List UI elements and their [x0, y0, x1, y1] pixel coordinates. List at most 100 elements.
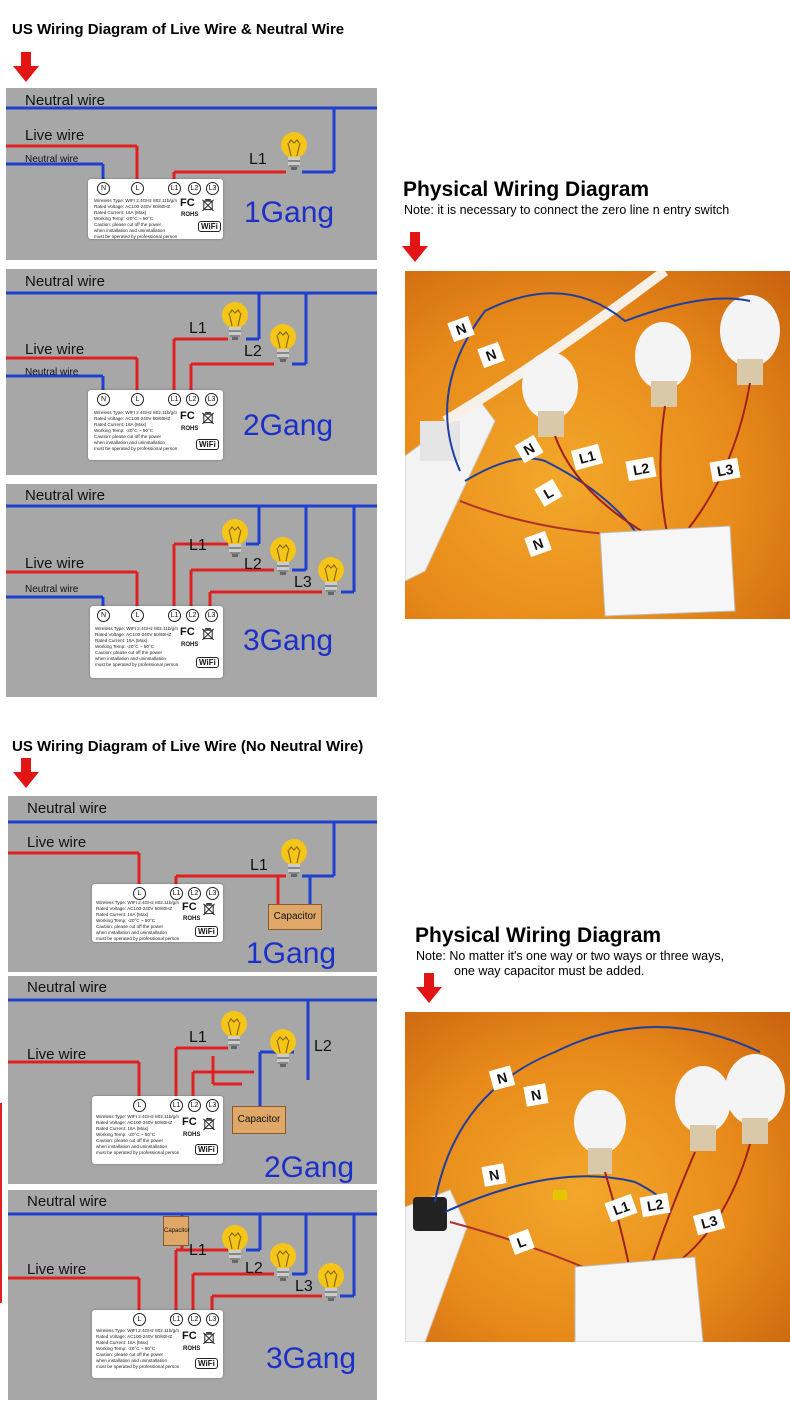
light-bulb-icon	[268, 323, 298, 367]
fc-mark: FC	[182, 1330, 197, 1342]
lamp-label-l3: L3	[295, 1278, 313, 1295]
wiring-lines	[6, 291, 377, 394]
live-wire-label: Live wire	[27, 1261, 87, 1278]
neutral-wire-label: Neutral wire	[27, 979, 108, 996]
capacitor: Capacitor	[163, 1216, 190, 1246]
gang-label-1: 1Gang	[244, 196, 335, 229]
wifi-logo: WiFi	[195, 926, 218, 937]
rohs-mark: ROHS	[181, 426, 199, 432]
terminal-n: N	[97, 182, 110, 195]
light-bulb-icon	[220, 301, 250, 345]
terminal-l2: L2	[188, 1099, 201, 1112]
physical-wiring-photo: N N N L N L1 L2 L3	[405, 271, 790, 619]
terminal-l: L	[131, 393, 144, 406]
down-arrow-icon	[402, 232, 428, 262]
lamp-label-l1: L1	[189, 1029, 207, 1046]
switch-module: L L1 L2 L3 Wireless Type: WIFI 2.4GHz 80…	[92, 884, 223, 942]
switch-module: N L L1 L2 L3 Wireless Type: WIFI 2.4GHz …	[88, 179, 223, 239]
rohs-mark: ROHS	[183, 1346, 201, 1352]
terminal-l: L	[131, 182, 144, 195]
terminal-l3: L3	[206, 1099, 219, 1112]
recycle-bin-icon	[201, 626, 215, 640]
neutral-wire-label: Neutral wire	[25, 273, 106, 290]
light-bulb-icon	[219, 1010, 249, 1054]
gang-label-3: 3Gang	[243, 624, 334, 657]
module-spec-text: Wireless Type: WIFI 2.4GHz 802.11b/g/n R…	[94, 198, 178, 239]
capacitor: Capacitor	[232, 1106, 286, 1134]
neutral-wire-label: Neutral wire	[25, 92, 106, 109]
neutral-wire-label: Neutral wire	[25, 487, 106, 504]
diagram-3gang-no-neutral: Neutral wire Live wire Capacitor L1 L2 L…	[8, 1190, 377, 1400]
neutral-wire-label: Neutral wire	[27, 1193, 108, 1210]
terminal-l1: L1	[170, 887, 183, 900]
rohs-mark: ROHS	[181, 212, 199, 218]
rohs-mark: ROHS	[183, 916, 201, 922]
diagram-1gang-no-neutral: Neutral wire Live wire L1 Capacitor L L1…	[8, 796, 377, 972]
recycle-bin-icon	[202, 1116, 216, 1130]
down-arrow-icon	[416, 973, 442, 1003]
diagram-3gang-neutral: Neutral wire Live wire Neutral wire L1 L…	[6, 484, 377, 697]
neutral-wire-small-label: Neutral wire	[25, 367, 79, 378]
terminal-l: L	[133, 887, 146, 900]
top-section-title: US Wiring Diagram of Live Wire & Neutral…	[12, 21, 345, 38]
light-bulb-icon	[220, 518, 250, 562]
terminal-l2: L2	[188, 182, 201, 195]
wiring-lines	[6, 504, 377, 607]
light-bulb-icon	[316, 1262, 346, 1306]
module-spec-text: Wireless Type: WIFI 2.4GHz 802.11b/g/n R…	[94, 410, 178, 451]
down-arrow-icon	[13, 758, 39, 788]
wifi-logo: WiFi	[198, 221, 221, 232]
diagram-2gang-no-neutral: Neutral wire Live wire L1 L2 Capacitor L…	[8, 976, 377, 1184]
bottom-section-title: US Wiring Diagram of Live Wire (No Neutr…	[12, 738, 364, 755]
lamp-label-l1: L1	[189, 537, 207, 554]
switch-module: N L L1 L2 L3 Wireless Type: WIFI 2.4GHz …	[88, 390, 223, 460]
gang-label-2: 2Gang	[264, 1151, 355, 1184]
light-bulb-icon	[279, 131, 309, 175]
terminal-l2: L2	[188, 1313, 201, 1326]
light-bulb-icon	[316, 556, 346, 600]
terminal-l3: L3	[206, 1313, 219, 1326]
terminal-l: L	[133, 1313, 146, 1326]
terminal-l3: L3	[206, 887, 219, 900]
live-wire-label: Live wire	[27, 834, 87, 851]
terminal-l1: L1	[168, 609, 181, 622]
gang-label-3: 3Gang	[266, 1342, 357, 1375]
lamp-label-l2: L2	[245, 1260, 263, 1277]
physical-diagram-title: Physical Wiring Diagram	[403, 178, 650, 201]
terminal-l: L	[133, 1099, 146, 1112]
photo-wiring-illustration	[405, 1026, 785, 1342]
terminal-l2: L2	[186, 393, 199, 406]
wire-tag-n: N	[481, 1163, 507, 1187]
lamp-label-l2: L2	[244, 343, 262, 360]
terminal-l3: L3	[205, 609, 218, 622]
diagram-1gang-neutral: Neutral wire Live wire Neutral wire L1 N…	[6, 88, 377, 260]
physical-diagram-note-2: one way capacitor must be added.	[454, 964, 645, 978]
recycle-bin-icon	[201, 410, 215, 424]
photo-wiring-illustration	[405, 271, 780, 617]
live-wire-label: Live wire	[25, 341, 85, 358]
wifi-logo: WiFi	[196, 439, 219, 450]
lamp-label-l1: L1	[249, 151, 267, 168]
neutral-wire-small-label: Neutral wire	[25, 584, 79, 595]
down-arrow-icon	[13, 52, 39, 82]
recycle-bin-icon	[202, 1330, 216, 1344]
live-wire-label: Live wire	[25, 555, 85, 572]
lamp-label-l3: L3	[294, 574, 312, 591]
wiring-lines	[8, 820, 377, 904]
wiring-lines	[8, 1212, 377, 1312]
light-bulb-icon	[268, 1242, 298, 1286]
gang-label-1: 1Gang	[246, 937, 337, 970]
fc-mark: FC	[180, 410, 195, 422]
module-spec-text: Wireless Type: WIFI 2.4GHz 802.11b/g/n R…	[96, 900, 180, 941]
lamp-label-l1: L1	[189, 320, 207, 337]
terminal-l3: L3	[206, 182, 219, 195]
fc-mark: FC	[182, 901, 197, 913]
wifi-logo: WiFi	[195, 1358, 218, 1369]
side-divider	[0, 1103, 2, 1303]
terminal-l1: L1	[170, 1313, 183, 1326]
terminal-n: N	[97, 609, 110, 622]
light-bulb-icon	[279, 838, 309, 882]
wifi-logo: WiFi	[196, 657, 219, 668]
terminal-n: N	[97, 393, 110, 406]
module-spec-text: Wireless Type: WIFI 2.4GHz 802.11b/g/n R…	[95, 626, 179, 667]
